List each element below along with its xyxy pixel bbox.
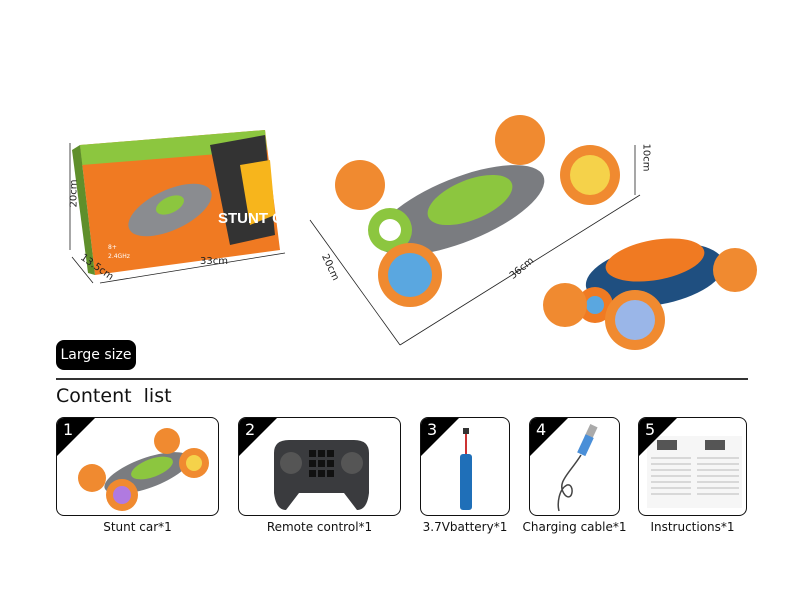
item-label-instructions: Instructions*1 [650,520,735,534]
box-age: 8+ [108,244,117,251]
item-label-remote-control: Remote control*1 [266,520,373,534]
stunt-car-icon [78,428,209,511]
item-number: 1 [63,420,74,439]
box-width-label: 33cm [200,256,228,267]
content-item-instructions: 5 [638,417,747,516]
stunt-car-large-image [309,115,641,346]
product-box-image: STUNT CAR 2.4GHz 8+ [69,130,300,284]
item-label-charging-cable: Charging cable*1 [522,520,627,534]
item-number: 5 [645,420,656,439]
content-item-charging-cable: 4 [529,417,620,516]
item-label-stunt-car: Stunt car*1 [103,520,172,534]
content-list-title: Content list [56,385,172,407]
box-frequency: 2.4GHz [108,253,130,260]
content-item-battery: 3 [420,417,510,516]
remote-control-icon [274,440,369,510]
box-height-label: 20cm [68,179,80,208]
usb-cable-icon [557,423,598,512]
size-badge: Large size [56,340,136,370]
item-label-battery: 3.7Vbattery*1 [422,520,508,534]
content-item-stunt-car: 1 [56,417,219,516]
item-number: 3 [427,420,438,439]
stunt-car-flipped-image [543,238,757,350]
box-brand-text: STUNT CAR [218,210,300,227]
item-number: 4 [536,420,547,439]
content-item-remote-control: 2 [238,417,401,516]
car-height-label: 10cm [640,143,652,172]
section-divider [56,378,748,380]
battery-icon [460,428,472,510]
item-number: 2 [245,420,256,439]
